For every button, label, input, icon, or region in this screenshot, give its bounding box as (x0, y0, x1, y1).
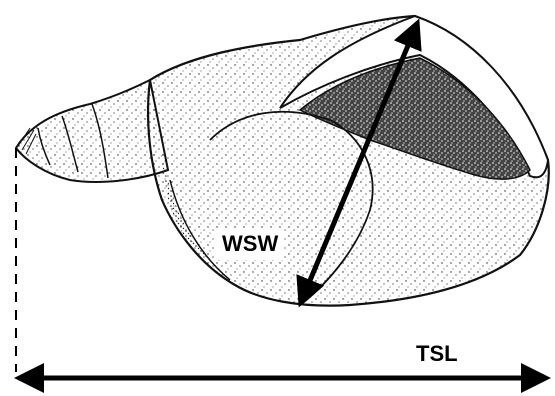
shell-spire (16, 80, 168, 182)
wsw-label: WSW (216, 229, 284, 260)
tsl-label: TSL (416, 343, 458, 365)
